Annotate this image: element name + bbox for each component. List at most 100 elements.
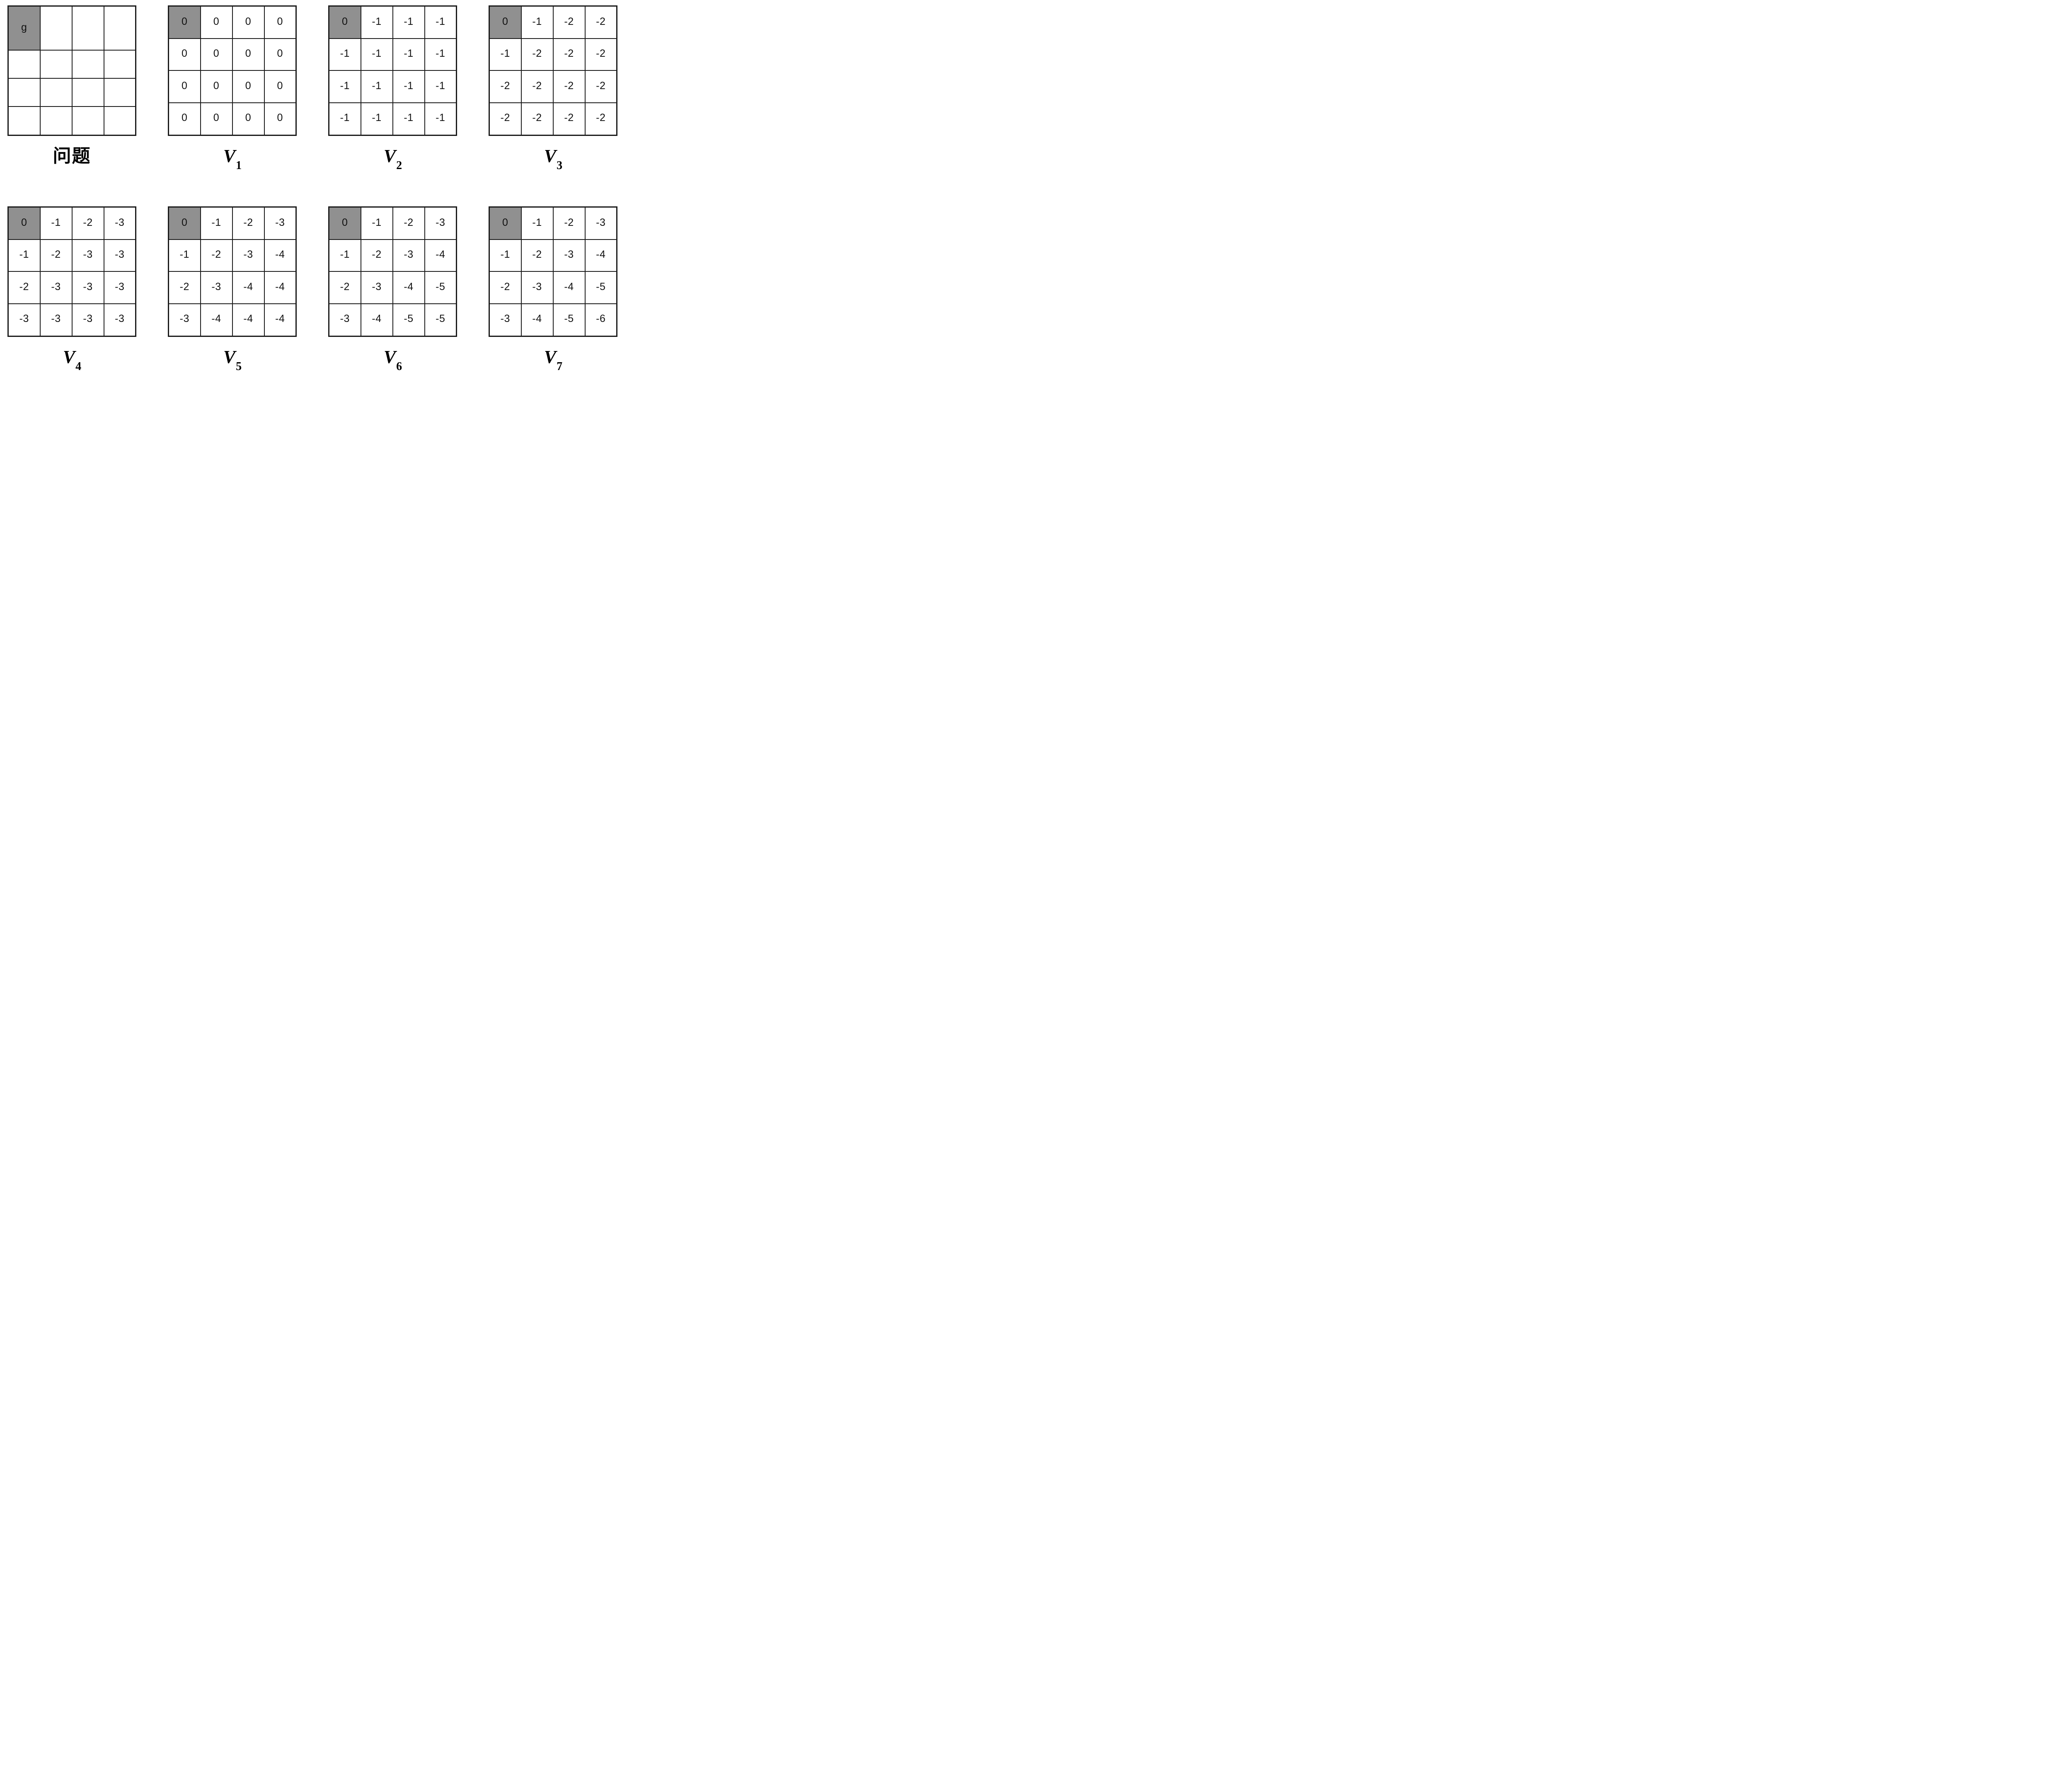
grid-cell-r3c0: -1 (328, 102, 361, 136)
cell-value: -5 (436, 281, 445, 293)
grid-cell-r0c2: -2 (552, 206, 586, 240)
grid-cell-r2c2: -4 (392, 271, 425, 304)
cell-value: -3 (211, 281, 221, 293)
cell-value: -1 (340, 48, 350, 60)
grid-cell-r1c2: -3 (392, 239, 425, 272)
grid-cell-r3c0: -2 (489, 102, 522, 136)
value-grid-table: g (7, 5, 136, 136)
cell-value: -1 (340, 80, 350, 92)
grid-row: -3-3-3-3 (7, 303, 136, 337)
grid-row: 0-1-2-3 (328, 206, 457, 240)
cell-value: -1 (372, 48, 382, 60)
grid-label-subscript: 1 (236, 159, 242, 172)
cell-value: -4 (211, 313, 221, 325)
cell-value: -4 (404, 281, 414, 293)
grid-row: -2-3-4-5 (489, 271, 617, 304)
cell-value: -4 (564, 281, 574, 293)
grid-cell-r3c1: -4 (200, 303, 233, 337)
grid-cell-r3c2: -1 (392, 102, 425, 136)
grid-cell-r1c3: -3 (103, 239, 136, 272)
cell-value: -1 (51, 216, 61, 228)
cell-value: 0 (182, 15, 188, 27)
grid-row: -2-3-3-3 (7, 271, 136, 304)
cell-value: -2 (243, 216, 253, 228)
grid-row: -2-3-4-4 (168, 271, 297, 304)
grid-label-main: V (544, 347, 557, 367)
cell-value: -1 (436, 80, 445, 92)
cell-value: -2 (179, 281, 189, 293)
cell-value: -4 (532, 313, 542, 325)
cell-value: -2 (340, 281, 350, 293)
grid-cell-r1c2: -3 (232, 239, 265, 272)
grid-cell-r2c1: -2 (520, 70, 554, 103)
grid-row: -1-1-1-1 (328, 38, 457, 71)
grid-cell-r3c0: -3 (489, 303, 522, 337)
grid-cell-r1c3 (103, 50, 136, 79)
cell-value: -1 (436, 48, 445, 60)
grid-cell-r2c3: -3 (103, 271, 136, 304)
grid-label-subscript: 5 (236, 360, 242, 373)
cell-value: -1 (404, 80, 414, 92)
cell-value: 0 (502, 15, 508, 27)
grid-row: -1-2-3-4 (328, 239, 457, 272)
grid-label: V2 (383, 145, 402, 171)
grid-body: 0-1-2-3-1-2-3-4-2-3-4-5-3-4-5-5 (328, 206, 457, 337)
cell-value: 0 (213, 15, 220, 27)
cell-value: -4 (275, 313, 285, 325)
cell-value: -1 (372, 15, 382, 27)
grid-row: -1-2-3-4 (168, 239, 297, 272)
cell-value: -3 (436, 216, 445, 228)
grid-cell-r0c2: -2 (392, 206, 425, 240)
grid-label: V4 (63, 346, 81, 372)
grid-cell-r3c3: -6 (584, 303, 617, 337)
cell-value: 0 (277, 80, 283, 92)
grid-cell-r3c1: -3 (39, 303, 73, 337)
cell-value: -2 (564, 80, 574, 92)
grid-cell-r2c3 (103, 78, 136, 107)
grid-cell-r0c1: -1 (39, 206, 73, 240)
cell-value: -2 (500, 112, 510, 124)
grid-cell-r1c0: -1 (489, 38, 522, 71)
grid-cell-r2c1 (39, 78, 73, 107)
grid-body: g (7, 5, 136, 136)
grid-cell-r3c0: -3 (328, 303, 361, 337)
cell-value: -1 (532, 15, 542, 27)
grid-cell-r3c1: -1 (360, 102, 393, 136)
grid-label-main: V (383, 146, 396, 166)
grid-row: -3-4-5-6 (489, 303, 617, 337)
cell-value: -3 (532, 281, 542, 293)
cell-value: -3 (179, 313, 189, 325)
panel-v6: 0-1-2-3-1-2-3-4-2-3-4-5-3-4-5-5 V6 (328, 206, 457, 372)
grid-cell-r0c1: 0 (200, 5, 233, 39)
cell-value: -4 (372, 313, 382, 325)
grid-cell-r0c2: -1 (392, 5, 425, 39)
grid-cell-r0c1: -1 (520, 5, 554, 39)
grid-cell-r2c0: 0 (168, 70, 201, 103)
cell-value: 0 (342, 216, 348, 228)
grid-cell-r3c0: -3 (168, 303, 201, 337)
cell-value: 0 (342, 15, 348, 27)
grid-cell-r0c3 (103, 5, 136, 51)
grid-cell-r0c3: -3 (264, 206, 297, 240)
grid-cell-r2c3: -5 (424, 271, 457, 304)
cell-value: -2 (211, 249, 221, 261)
panel-v3: 0-1-2-2-1-2-2-2-2-2-2-2-2-2-2-2 V3 (489, 5, 617, 171)
grid-cell-r2c2: -4 (232, 271, 265, 304)
grid-cell-r3c3: 0 (264, 102, 297, 136)
cell-value: g (21, 21, 27, 33)
grid-cell-r0c0: 0 (328, 5, 361, 39)
panel-v7: 0-1-2-3-1-2-3-4-2-3-4-5-3-4-5-6 V7 (489, 206, 617, 372)
grid-label-subscript: 6 (396, 360, 402, 373)
cell-value: -2 (51, 249, 61, 261)
grid-row: 0-1-2-2 (489, 5, 617, 39)
grid-cell-r0c0: 0 (489, 5, 522, 39)
grid-cell-r3c0: 0 (168, 102, 201, 136)
cell-value: -5 (404, 313, 414, 325)
grid-cell-r3c3: -4 (264, 303, 297, 337)
cell-value: -3 (83, 281, 93, 293)
grid-cell-r0c0: 0 (489, 206, 522, 240)
grid-cell-r0c1 (39, 5, 73, 51)
cell-value: -5 (596, 281, 606, 293)
grid-cell-r1c0 (7, 50, 41, 79)
